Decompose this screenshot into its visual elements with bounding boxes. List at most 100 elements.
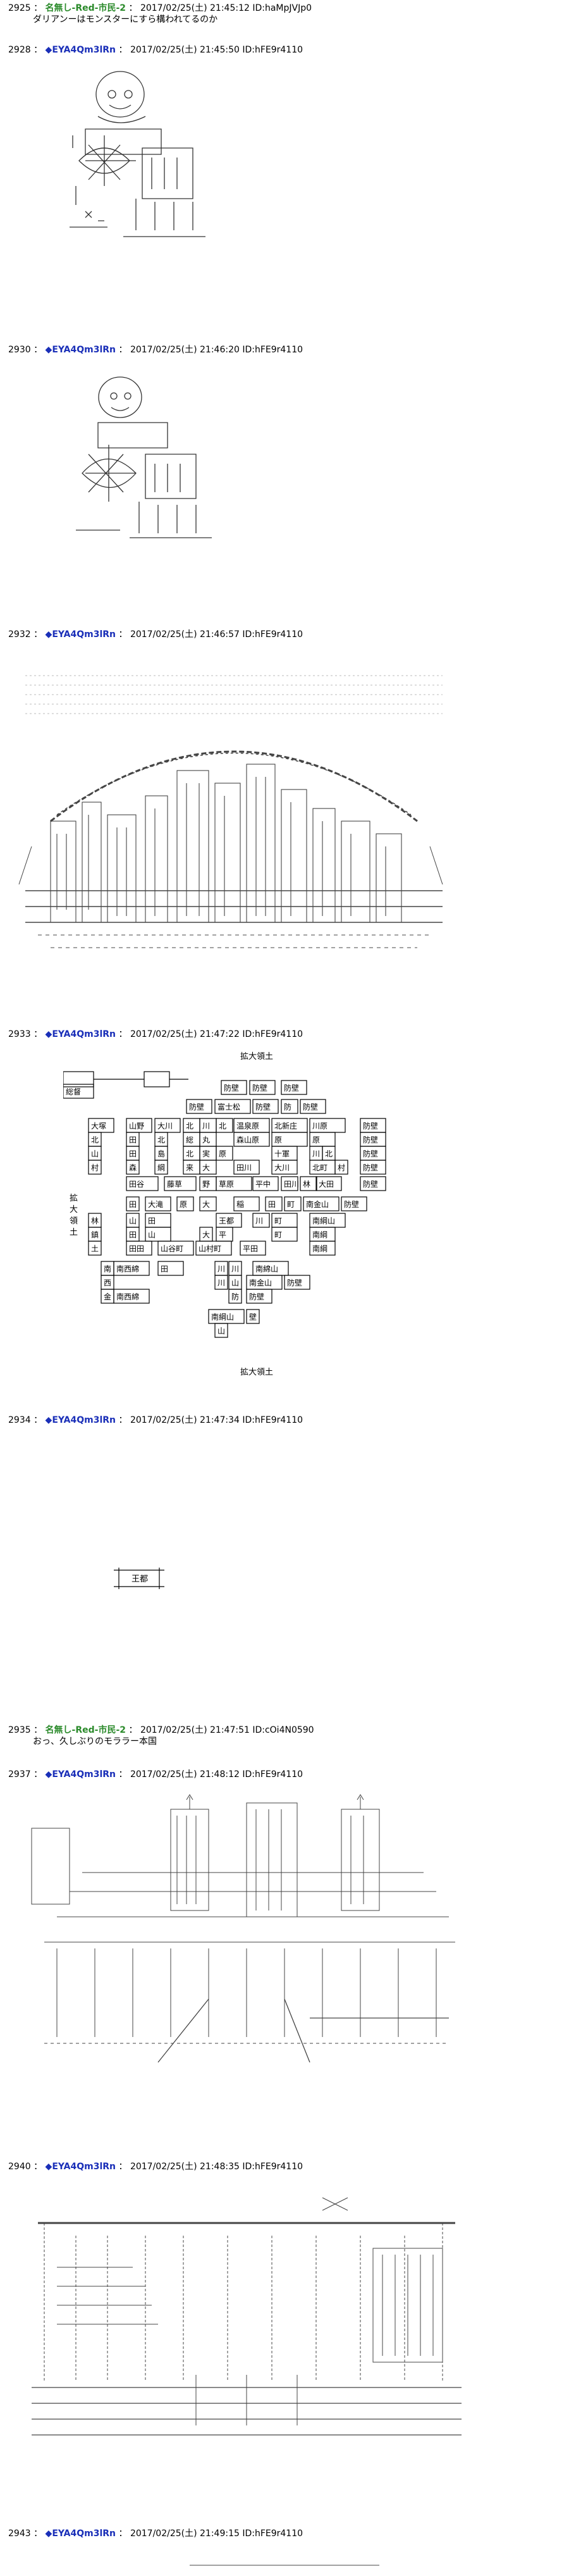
- map-cell-label: 防: [231, 1292, 239, 1301]
- map-left-label-char: 領: [70, 1216, 78, 1226]
- map-title-top: 拡大領土: [240, 1051, 273, 1062]
- map-cell-border: [284, 1275, 310, 1290]
- map-cell-label: 南綿山: [255, 1264, 278, 1273]
- territory-map: 拡大領土 拡大領土 拡大領土 防壁防壁防壁総督防壁富士松防壁防防壁大塚山野大川北…: [63, 1049, 506, 1378]
- map-cell-label: 田谷: [129, 1180, 144, 1189]
- map-cell-label: 北: [219, 1122, 226, 1130]
- map-cell-label: 町: [287, 1200, 295, 1209]
- map-cell-border: [271, 1160, 298, 1175]
- map-cell-border: [216, 1146, 233, 1161]
- map-cell-label: 王都: [219, 1217, 234, 1225]
- map-cell-border: [157, 1241, 194, 1256]
- map-cell-border: [113, 1289, 150, 1304]
- map-cell-label: 防壁: [252, 1083, 267, 1093]
- map-cell-border: [126, 1160, 140, 1175]
- map-cell-label: 川: [255, 1217, 263, 1225]
- map-cell-border: [303, 1196, 340, 1211]
- map-cell-label: 山: [217, 1327, 225, 1335]
- map-cell-label: 南金山: [306, 1199, 329, 1209]
- map-cell-label: 南綱山: [312, 1216, 335, 1225]
- map-cell-label: 西: [104, 1279, 111, 1287]
- map-cell-label: 大: [202, 1200, 210, 1209]
- ascii-art-character-umbrella: [60, 66, 231, 256]
- map-cell-border: [281, 1176, 298, 1191]
- map-cell-border: [300, 1099, 326, 1114]
- map-cell-label: 土: [91, 1244, 99, 1253]
- post-id: ID:cOi4N0590: [252, 1725, 314, 1735]
- map-cell-border: [199, 1196, 217, 1211]
- map-cell-label: 防壁: [189, 1102, 204, 1112]
- post-number[interactable]: 2937: [8, 1769, 31, 1780]
- post-date: 2017/02/25(土) 21:45:50: [130, 45, 240, 55]
- map-cell-border: [228, 1289, 242, 1304]
- map-cell-border: [164, 1176, 197, 1191]
- post-id: ID:hFE9r4110: [242, 345, 303, 355]
- map-cell-label: 防壁: [255, 1102, 271, 1112]
- map-cell-border: [265, 1196, 283, 1211]
- map-cell-label: 町: [274, 1217, 282, 1225]
- map-left-label-char: 大: [70, 1205, 78, 1215]
- map-cell-border: [233, 1160, 260, 1175]
- post-number[interactable]: 2930: [8, 345, 31, 355]
- post-number[interactable]: 2935: [8, 1725, 31, 1735]
- post-number[interactable]: 2928: [8, 45, 31, 55]
- post-author: ◆EYA4Qm3lRn: [45, 629, 116, 640]
- post-separator: ：: [34, 345, 43, 355]
- map-cell-label: 原: [180, 1200, 187, 1209]
- map-cell-label: 田: [268, 1200, 276, 1209]
- post-header: 2934 ： ◆EYA4Qm3lRn ： 2017/02/25(土) 21:47…: [8, 1415, 303, 1426]
- map-cell-label: 南綱: [312, 1230, 327, 1239]
- map-cell-label: 川: [312, 1149, 320, 1158]
- map-cell-label: 平田: [243, 1244, 258, 1253]
- map-cell-border: [233, 1196, 260, 1211]
- map-cell-label: 林: [91, 1217, 99, 1225]
- post-number[interactable]: 2933: [8, 1029, 31, 1039]
- map-cell-border: [214, 1099, 251, 1114]
- post-separator: ：: [34, 3, 43, 13]
- map-cell-label: 田: [129, 1200, 137, 1209]
- map-cell-label: 森山原: [236, 1135, 259, 1144]
- post-number[interactable]: 2932: [8, 629, 31, 640]
- map-cell-label: 藤草: [167, 1180, 182, 1189]
- map-cell-label: 平: [219, 1230, 226, 1239]
- map-cell-label: 防壁: [363, 1163, 378, 1172]
- capital-box: 王都: [114, 1563, 164, 1594]
- post-id: ID:hFE9r4110: [242, 1029, 303, 1039]
- post-separator: ：: [34, 629, 43, 640]
- map-cell-label: 原: [219, 1149, 226, 1158]
- map-cell-label: 村: [338, 1163, 345, 1172]
- map-cell-label: 川: [217, 1265, 225, 1273]
- post-date: 2017/02/25(土) 21:48:12: [130, 1769, 240, 1780]
- post-id: ID:hFE9r4110: [242, 1415, 303, 1425]
- map-cell-label: 南西綿: [116, 1292, 139, 1301]
- post-date: 2017/02/25(土) 21:47:51: [140, 1725, 250, 1735]
- map-cell-border: [221, 1080, 247, 1095]
- post-number[interactable]: 2943: [8, 2529, 31, 2539]
- map-cell-label: 林: [303, 1180, 310, 1189]
- map-cell-label: 平中: [255, 1179, 271, 1189]
- map-cell-border: [126, 1176, 159, 1191]
- map-cell-label: 南: [104, 1264, 111, 1273]
- post-separator: ：: [34, 2529, 43, 2539]
- post-header: 2928 ： ◆EYA4Qm3lRn ： 2017/02/25(土) 21:45…: [8, 44, 303, 56]
- post-author: ◆EYA4Qm3lRn: [45, 1029, 116, 1039]
- map-cell-border: [113, 1261, 150, 1276]
- post-separator: ：: [128, 3, 138, 13]
- map-cell-label: 原: [274, 1136, 282, 1144]
- ascii-art-character-umbrella: [70, 366, 228, 555]
- map-cell-label: 防壁: [344, 1199, 359, 1209]
- map-cell-label: 北町: [312, 1163, 327, 1172]
- map-cell-label: 川: [231, 1265, 239, 1273]
- post-number[interactable]: 2925: [8, 3, 31, 13]
- post-header: 2932 ： ◆EYA4Qm3lRn ： 2017/02/25(土) 21:46…: [8, 629, 303, 640]
- map-cell-border: [315, 1176, 342, 1191]
- post-separator: ：: [34, 45, 43, 55]
- map-cell-border: [360, 1176, 386, 1191]
- post-number[interactable]: 2934: [8, 1415, 31, 1425]
- map-cell-label: 来: [186, 1163, 193, 1172]
- post-number[interactable]: 2940: [8, 2162, 31, 2172]
- post-date: 2017/02/25(土) 21:48:35: [130, 2162, 240, 2172]
- post-id: ID:hFE9r4110: [242, 45, 303, 55]
- post-author: ◆EYA4Qm3lRn: [45, 1415, 116, 1425]
- map-cell-label: 北新庄: [274, 1121, 297, 1130]
